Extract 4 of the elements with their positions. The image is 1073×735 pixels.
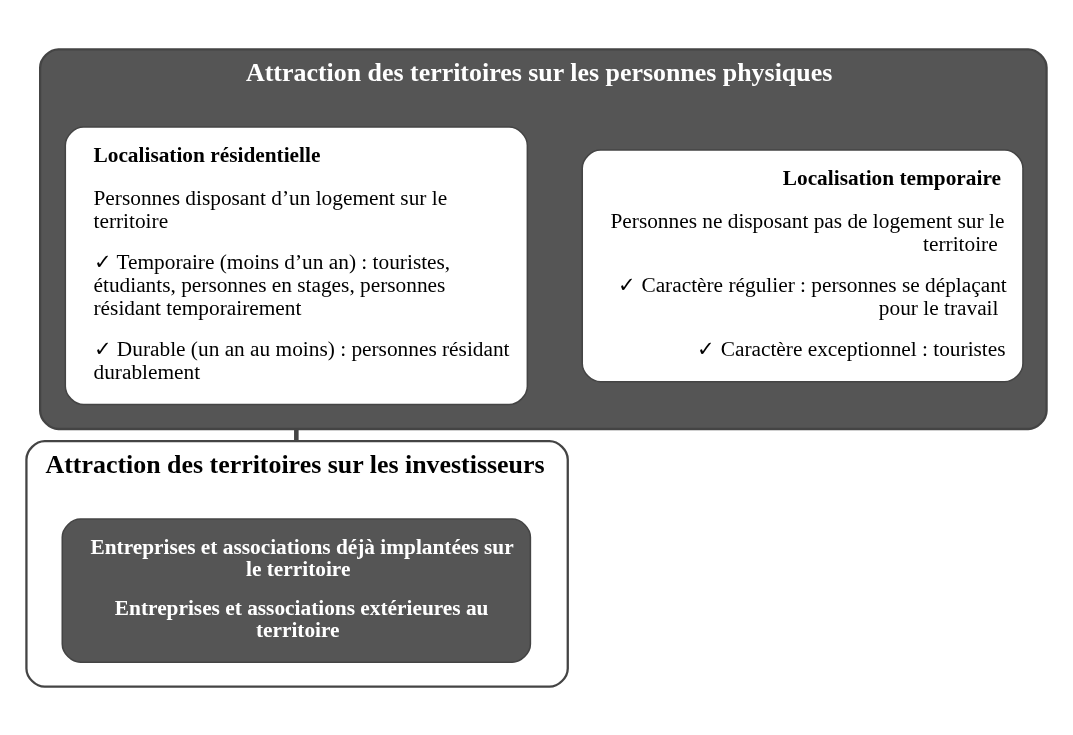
node-box: Localisation résidentielle Personnes disposant d’un logement sur le territoire ✓ Temporaire (moins d’un an) : touristes, étudiants, personnes en stages, personnes résidant temporairement ✓ Durable (un an au moins) : personnes résidant durablement: [64, 125, 529, 405]
node-box: Entreprises et associations déjà implantées sur le territoire Entreprises et associations extérieures au territoire: [61, 517, 532, 663]
node-box: Localisation temporaire Personnes ne disposant pas de logement sur le territoire ✓ Caractère régulier : personnes se déplaçant pour le travail ✓ Caractère exceptionnel : touristes: [581, 148, 1024, 382]
connector: [294, 428, 299, 441]
